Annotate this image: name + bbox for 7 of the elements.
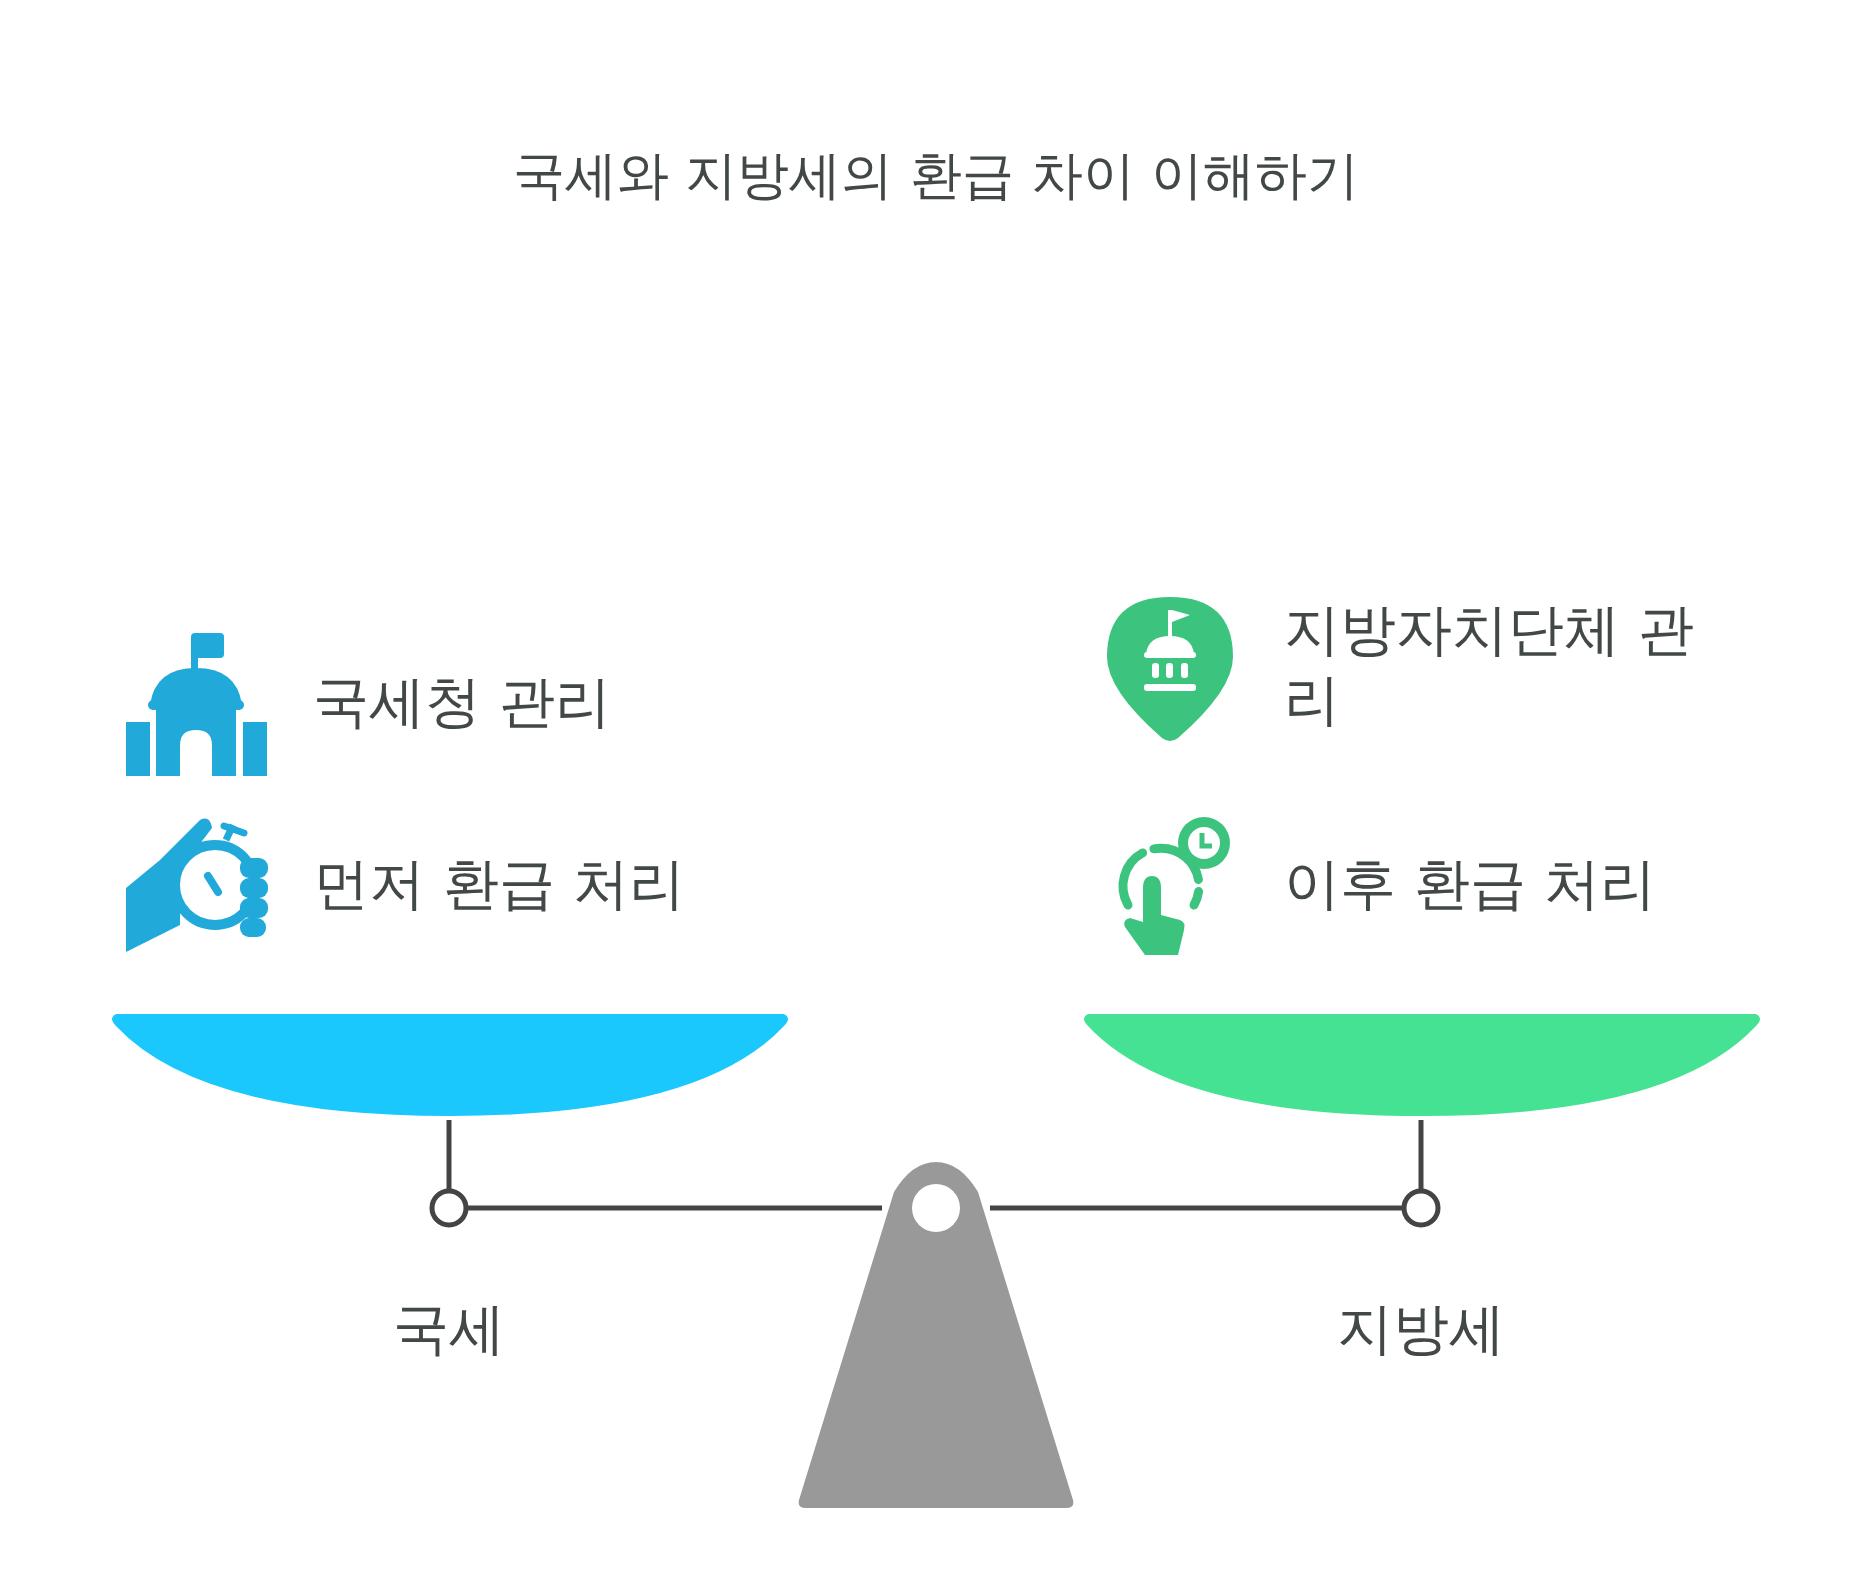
label-text: 국세청 관리	[313, 668, 612, 736]
title: 국세와 지방세의 환급 차이 이해하기	[511, 144, 1361, 207]
label-text: 지방자치단체 관리	[1284, 596, 1695, 734]
scale-side-label: 지방세	[1336, 1295, 1506, 1363]
label-text: 이후 환급 처리	[1284, 850, 1657, 918]
scale-side-label: 국세	[392, 1295, 506, 1363]
label-text: 먼저 환급 처리	[313, 850, 686, 918]
